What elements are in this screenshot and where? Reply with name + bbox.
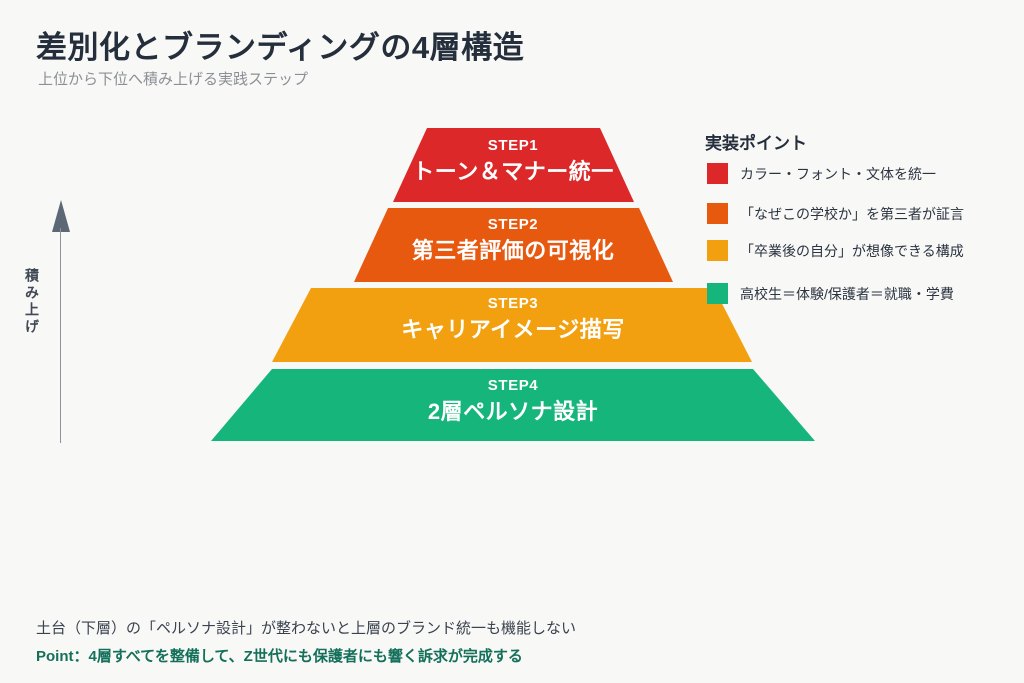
layer-name-label: 2層ペルソナ設計 <box>427 398 599 424</box>
layer-step-label: STEP2 <box>487 216 539 233</box>
legend-item-label: 高校生＝体験/保護者＝就職・学費 <box>740 285 954 302</box>
axis-label: 積み上げ <box>24 268 40 336</box>
footer-note: 土台（下層）の「ペルソナ設計」が整わないと上層のブランド統一も機能しない <box>36 620 577 637</box>
layer-step-label: STEP3 <box>487 295 539 312</box>
pyramid-layer-step1-text: STEP1 トーン＆マナー統一 <box>303 137 723 186</box>
page-subtitle: 上位から下位へ積み上げる実践ステップ <box>38 71 309 88</box>
layer-name-label: トーン＆マナー統一 <box>412 158 614 184</box>
layer-step-label: STEP4 <box>487 377 539 394</box>
pyramid-layer-step4[interactable] <box>211 369 815 441</box>
pyramid-layer-step4-text: STEP4 2層ペルソナ設計 <box>303 377 723 426</box>
layer-step-label: STEP1 <box>487 137 539 154</box>
page-title: 差別化とブランディングの4層構造 <box>36 30 525 65</box>
legend-item-label: カラー・フォント・文体を統一 <box>740 165 936 182</box>
pyramid-layer-step3-text: STEP3 キャリアイメージ描写 <box>303 295 723 344</box>
legend-item-step2: 「なぜこの学校か」を第三者が証言 <box>707 203 964 224</box>
pyramid-layer-step2-text: STEP2 第三者評価の可視化 <box>303 216 723 265</box>
legend-swatch-icon <box>707 163 728 184</box>
legend-item-step3: 「卒業後の自分」が想像できる構成 <box>707 240 964 261</box>
layer-name-label: キャリアイメージ描写 <box>401 316 625 342</box>
footer-point: Point：4層すべてを整備して、Z世代にも保護者にも響く訴求が完成する <box>36 648 523 665</box>
legend-item-label: 「卒業後の自分」が想像できる構成 <box>740 242 964 259</box>
legend-item-step4: 高校生＝体験/保護者＝就職・学費 <box>707 283 954 304</box>
legend-title: 実装ポイント <box>705 134 807 153</box>
pyramid-layer-step1[interactable] <box>393 128 634 202</box>
legend-swatch-icon <box>707 283 728 304</box>
layer-name-label: 第三者評価の可視化 <box>411 237 615 263</box>
legend-item-label: 「なぜこの学校か」を第三者が証言 <box>740 205 964 222</box>
pyramid-layer-step2[interactable] <box>354 208 673 282</box>
up-arrow-icon <box>52 200 70 232</box>
legend-swatch-icon <box>707 203 728 224</box>
legend-item-step1: カラー・フォント・文体を統一 <box>707 163 936 184</box>
pyramid-layer-step3[interactable] <box>272 288 752 362</box>
legend-swatch-icon <box>707 240 728 261</box>
axis-line <box>60 228 61 443</box>
